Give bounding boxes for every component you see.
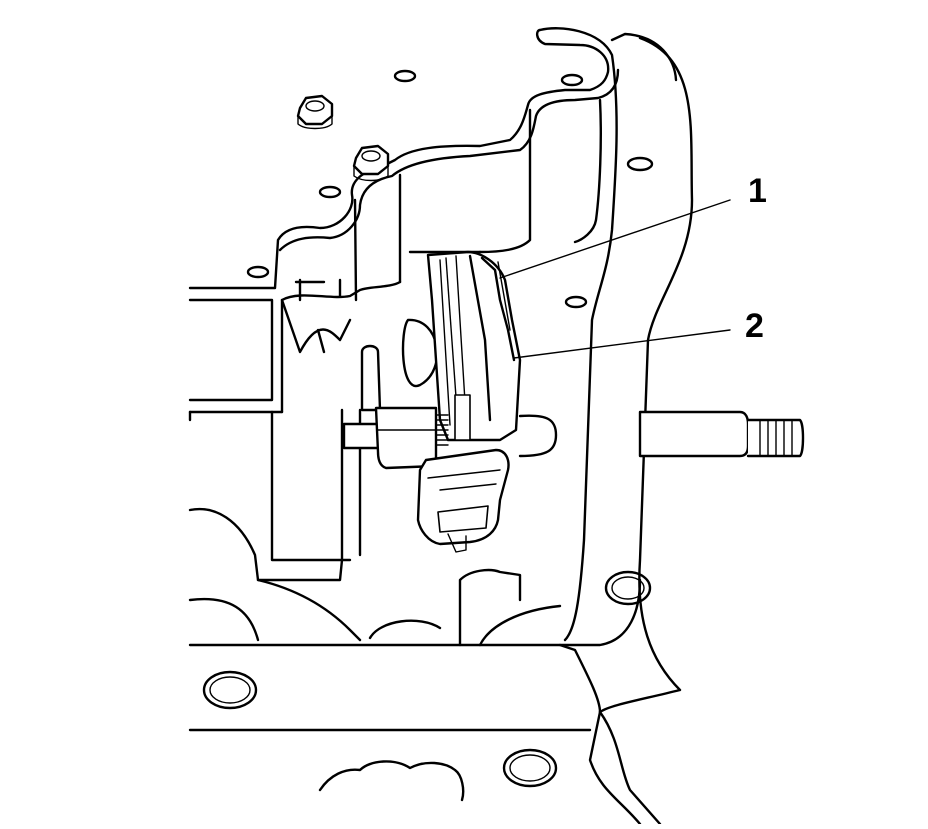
callout-2: 2 (745, 307, 764, 345)
lever-bracket (360, 318, 439, 470)
bolt-left (296, 94, 334, 130)
case-flange (188, 27, 694, 826)
callout-1: 1 (748, 172, 767, 210)
valve-body-plate (188, 28, 620, 414)
leader-lines (499, 199, 731, 359)
position-switch-assembly (416, 250, 522, 553)
bolt-center (352, 144, 390, 182)
manual-shaft (342, 410, 805, 458)
flange-holes (202, 570, 652, 788)
